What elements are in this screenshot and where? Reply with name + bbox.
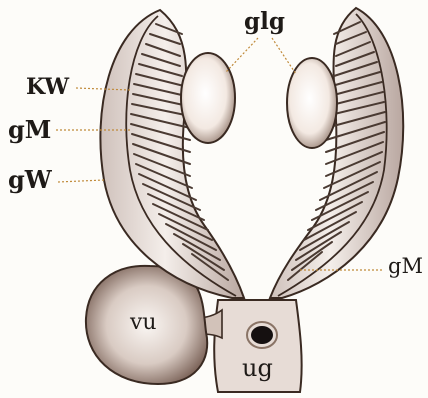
label-kw: KW	[26, 76, 69, 98]
leader-glg-left	[226, 38, 258, 72]
label-gm-left: gM	[8, 118, 51, 142]
label-vu: vu	[130, 312, 157, 334]
leader-glg-right	[272, 38, 296, 74]
sinus-opening	[251, 326, 273, 344]
label-gm-right: gM	[388, 256, 423, 277]
label-glg: glg	[244, 10, 285, 33]
label-gw: gW	[8, 168, 52, 192]
label-ug: ug	[242, 356, 273, 380]
leader-gw	[58, 180, 104, 182]
left-gonad	[181, 53, 235, 143]
